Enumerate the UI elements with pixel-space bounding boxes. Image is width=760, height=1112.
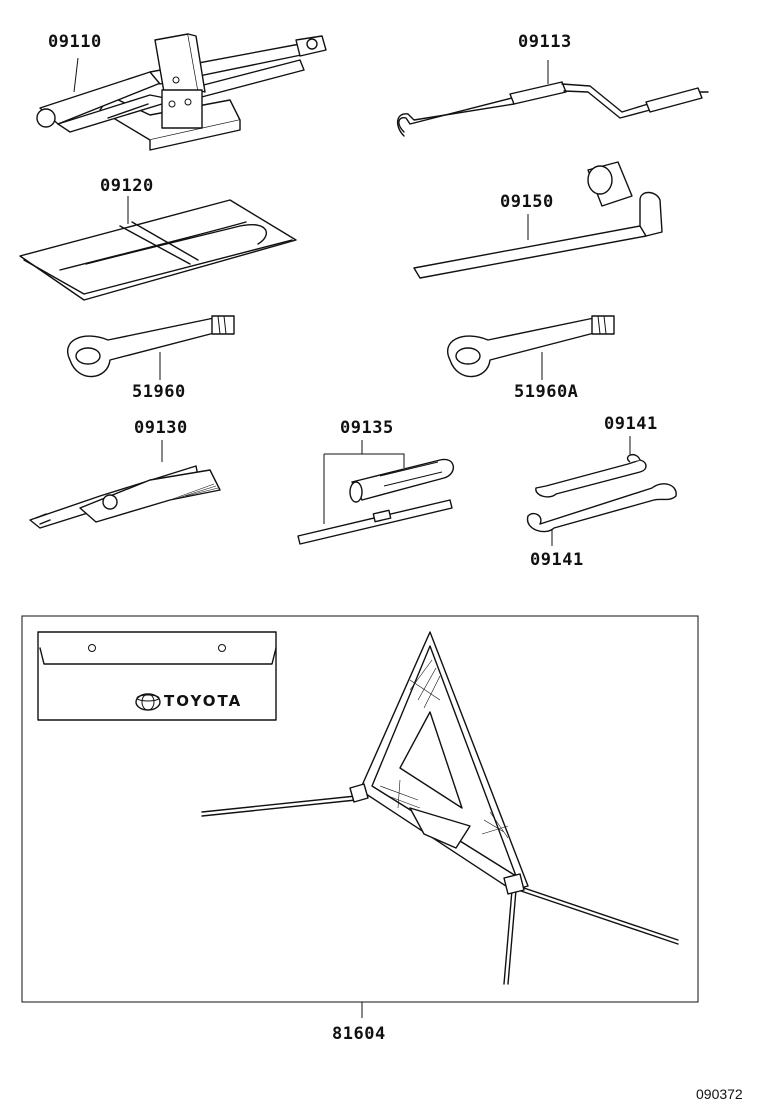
toyota-brand-text: TOYOTA [164,692,243,710]
towing-hook-a-drawing [447,315,615,380]
part-label-81604: 81604 [332,1024,386,1044]
part-label-09130: 09130 [134,418,188,438]
triangle-pouch-drawing [37,631,277,721]
screwdriver-drawing [297,440,454,545]
part-label-09141-lower: 09141 [530,550,584,570]
tool-bag-drawing [19,196,297,301]
part-label-09110: 09110 [48,32,102,52]
pliers-drawing [29,440,221,529]
diagram-code: 090372 [696,1086,743,1102]
warning-triangle-drawing [201,631,679,985]
part-label-51960a: 51960A [514,382,579,402]
part-label-09120: 09120 [100,176,154,196]
wheel-nut-wrench-drawing [413,161,663,279]
toyota-logo-icon [135,693,161,711]
wrenches-drawing [526,436,677,546]
scissor-jack-drawing [36,33,327,151]
warning-triangle-kit-frame [21,615,699,1018]
jack-handle-drawing [397,60,709,137]
part-label-51960: 51960 [132,382,186,402]
towing-hook-drawing [67,315,235,380]
part-label-09141-upper: 09141 [604,414,658,434]
part-label-09135: 09135 [340,418,394,438]
part-label-09150: 09150 [500,192,554,212]
part-label-09113: 09113 [518,32,572,52]
